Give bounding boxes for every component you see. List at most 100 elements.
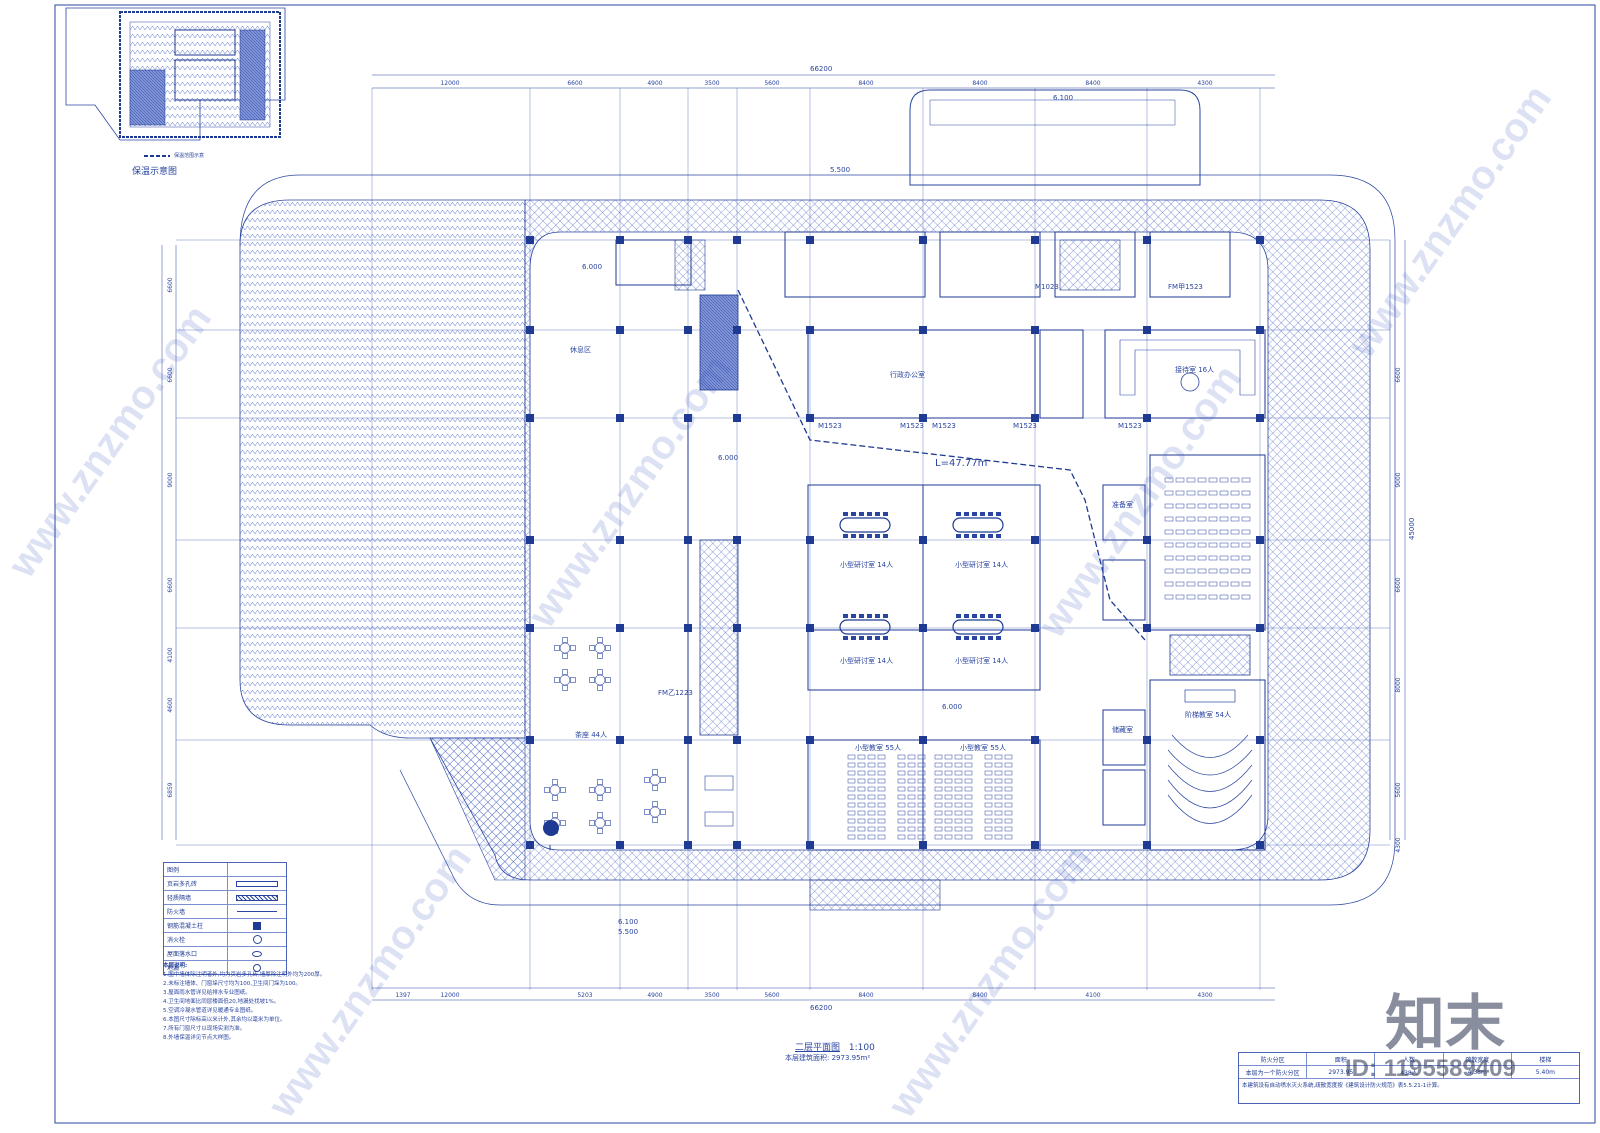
dim-text: 9000 xyxy=(1395,472,1402,487)
seat xyxy=(877,786,886,792)
floor-drain-icon xyxy=(253,963,261,972)
column xyxy=(733,624,741,632)
column xyxy=(1256,841,1264,849)
room-conf-b: 小型研讨室 14人 xyxy=(955,561,1009,569)
seat xyxy=(857,802,866,808)
chair xyxy=(605,820,611,826)
elev-label: 6.100 xyxy=(1053,94,1074,102)
dim-text: 8000 xyxy=(1395,677,1402,692)
seat xyxy=(1186,555,1196,561)
dim-text: 4300 xyxy=(1197,80,1212,87)
seat xyxy=(897,818,906,824)
seat xyxy=(1241,490,1251,496)
chair xyxy=(972,636,977,640)
column xyxy=(1143,624,1151,632)
seat xyxy=(1164,477,1174,483)
chair xyxy=(644,809,650,815)
chair xyxy=(605,645,611,651)
seat xyxy=(964,802,973,808)
seat xyxy=(867,786,876,792)
seat xyxy=(847,826,856,832)
chair xyxy=(552,795,558,801)
seat xyxy=(934,802,943,808)
seat xyxy=(964,770,973,776)
dim-text: 5203 xyxy=(577,992,592,999)
cafe-furniture xyxy=(544,637,734,834)
seat xyxy=(907,770,916,776)
seat xyxy=(907,834,916,840)
chair xyxy=(988,614,993,618)
seat xyxy=(1004,762,1013,768)
cafe-counter xyxy=(704,775,734,791)
room-class-a: 小型教室 55人 xyxy=(855,744,902,752)
seat xyxy=(984,810,993,816)
column xyxy=(806,236,814,244)
column xyxy=(616,536,624,544)
column xyxy=(616,736,624,744)
tb-header: 面积 xyxy=(1307,1053,1376,1065)
seat xyxy=(1164,529,1174,535)
seat xyxy=(944,786,953,792)
chair xyxy=(875,512,880,516)
column xyxy=(733,736,741,744)
seat xyxy=(964,818,973,824)
column xyxy=(684,841,692,849)
seat xyxy=(1175,490,1185,496)
chair xyxy=(883,534,888,538)
seat xyxy=(1219,581,1229,587)
seat xyxy=(1208,503,1218,509)
chair xyxy=(972,512,977,516)
seat xyxy=(954,754,963,760)
column xyxy=(684,414,692,422)
watermark-id: ID: 1195589409 xyxy=(1345,1055,1516,1082)
roof-drain-icon xyxy=(252,950,262,957)
seat xyxy=(984,834,993,840)
seat xyxy=(1219,568,1229,574)
key-plan xyxy=(65,7,286,157)
seat xyxy=(917,802,926,808)
chair xyxy=(859,636,864,640)
seat xyxy=(964,826,973,832)
seat xyxy=(1164,568,1174,574)
seat xyxy=(994,834,1003,840)
elev-label: 6.000 xyxy=(942,703,963,711)
legend-item: 地漏 xyxy=(164,961,228,974)
column xyxy=(1031,841,1039,849)
dim-text: 5600 xyxy=(764,992,779,999)
seat xyxy=(917,770,926,776)
chair xyxy=(597,795,603,801)
chair xyxy=(996,636,1001,640)
column xyxy=(526,326,534,334)
chair xyxy=(660,777,666,783)
column xyxy=(684,736,692,744)
seat xyxy=(917,778,926,784)
seat xyxy=(1004,802,1013,808)
seat xyxy=(954,834,963,840)
seat xyxy=(1004,778,1013,784)
seat xyxy=(1175,581,1185,587)
light-wall-icon xyxy=(236,894,278,901)
seat xyxy=(944,818,953,824)
chair xyxy=(597,653,603,659)
seat xyxy=(867,834,876,840)
seat xyxy=(897,762,906,768)
seat xyxy=(877,834,886,840)
room-meeting: 接待室 16人 xyxy=(1175,366,1215,374)
seat xyxy=(847,810,856,816)
roof-terrace xyxy=(239,199,526,739)
chair xyxy=(554,677,560,683)
seat xyxy=(1230,594,1240,600)
seat xyxy=(1230,477,1240,483)
dim-text: 8400 xyxy=(858,80,873,87)
legend-item: 消火栓 xyxy=(164,933,228,946)
seat xyxy=(897,786,906,792)
escalator xyxy=(699,539,739,736)
dim-text: 8400 xyxy=(1085,80,1100,87)
chair xyxy=(859,534,864,538)
room-prep: 准备室 xyxy=(1112,501,1133,509)
seat xyxy=(907,794,916,800)
seat xyxy=(907,818,916,824)
seat xyxy=(944,778,953,784)
chair xyxy=(980,636,985,640)
chair xyxy=(851,512,856,516)
